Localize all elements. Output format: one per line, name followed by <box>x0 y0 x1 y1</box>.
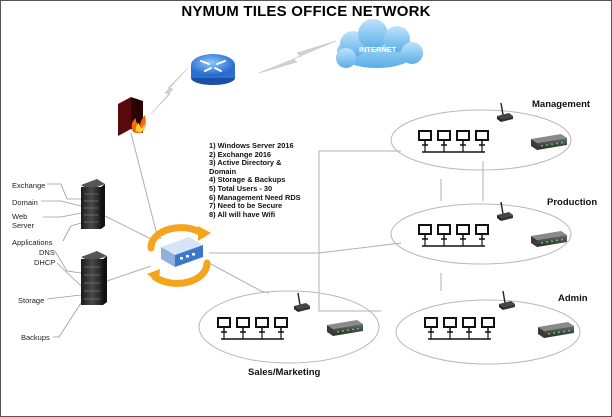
role-label-exchange: Exchange <box>12 181 46 190</box>
admin-segment-boundary <box>395 299 581 365</box>
server-role-lines <box>41 183 82 338</box>
workstation-icon <box>437 224 451 246</box>
segment-label-management: Management <box>532 99 591 110</box>
workstation-icon <box>424 317 438 339</box>
requirement-item: Domain <box>209 166 237 176</box>
wireless-access-point-icon <box>294 292 310 312</box>
wireless-access-point-icon <box>497 102 513 122</box>
switch-icon <box>531 231 567 247</box>
requirement-item: 2) Exchange 2016 <box>209 149 272 159</box>
workstation-icon <box>475 224 489 246</box>
switch-icon <box>327 320 363 336</box>
segment-label-production: Production <box>547 197 598 208</box>
internet-label: INTERNET <box>359 45 397 54</box>
router-icon <box>191 54 235 85</box>
workstation-icon <box>217 317 231 339</box>
segment-devices <box>217 102 574 340</box>
segment-label-sales: Sales/Marketing <box>248 367 321 378</box>
role-label-backups: Backups <box>21 333 50 342</box>
network-hub-icon <box>147 224 211 287</box>
server-rack-icon <box>81 251 107 305</box>
requirement-item: 3) Active Directory & <box>209 158 282 168</box>
workstation-icon <box>456 130 470 152</box>
workstation-icon <box>437 130 451 152</box>
switch-icon <box>531 134 567 150</box>
wireless-access-point-icon <box>497 201 513 221</box>
workstation-icon <box>418 224 432 246</box>
requirement-item: 8) All will have Wifi <box>209 209 276 219</box>
requirement-item: 7) Need to be Secure <box>209 201 283 211</box>
sales-segment-boundary <box>198 290 380 364</box>
workstation-icon <box>462 317 476 339</box>
workstation-icon <box>418 130 432 152</box>
wan-link <box>150 40 337 115</box>
workstation-icon <box>481 317 495 339</box>
workstation-icon <box>255 317 269 339</box>
workstation-icon <box>475 130 489 152</box>
production-segment-boundary <box>390 203 572 265</box>
role-label-storage: Storage <box>18 296 45 305</box>
requirement-item: 5) Total Users - 30 <box>209 183 273 193</box>
role-label-domain: Domain <box>12 198 38 207</box>
segment-label-admin: Admin <box>558 293 588 304</box>
switch-icon <box>538 322 574 338</box>
requirement-item: 4) Storage & Backups <box>209 175 286 185</box>
diagram-title: NYMUM TILES OFFICE NETWORK <box>181 3 431 20</box>
role-label-web-server: Web Server <box>12 212 35 230</box>
requirement-item: 1) Windows Server 2016 <box>209 141 294 150</box>
workstation-icon <box>274 317 288 339</box>
requirements-list: 1) Windows Server 2016 2) Exchange 2016 … <box>209 141 327 219</box>
role-label-applications: Applications <box>12 238 53 247</box>
server-rack-icon <box>81 179 105 229</box>
role-label-dns: DNS <box>39 248 55 257</box>
workstation-icon <box>443 317 457 339</box>
requirement-item: 6) Management Need RDS <box>209 192 301 202</box>
workstation-icon <box>236 317 250 339</box>
wireless-access-point-icon <box>499 290 515 310</box>
internet-cloud-icon <box>336 19 423 68</box>
workstation-icon <box>456 224 470 246</box>
management-segment-boundary <box>390 109 572 171</box>
firewall-icon <box>118 97 146 136</box>
role-label-dhcp: DHCP <box>34 258 56 267</box>
